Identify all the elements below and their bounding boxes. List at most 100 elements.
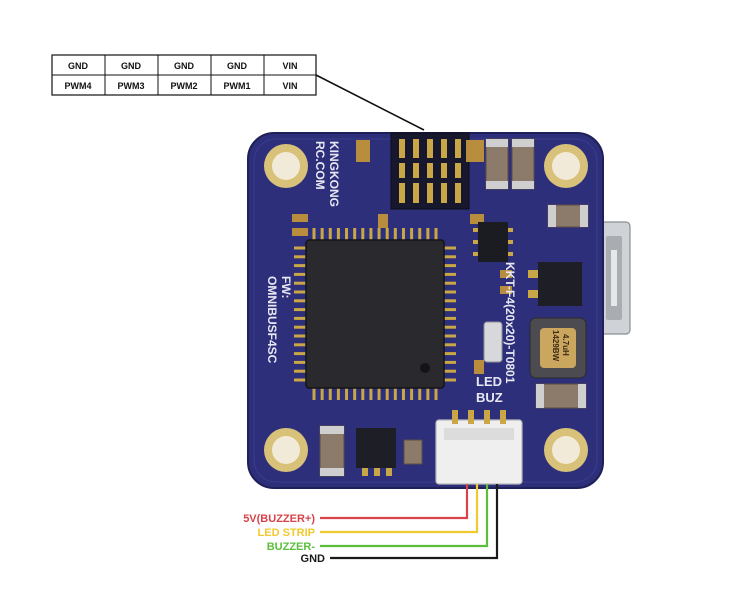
mcu-pin [294,255,306,259]
mounting-hole [264,144,308,188]
capacitor [511,138,535,190]
mcu-pin [444,369,456,373]
mcu-pin [294,334,306,338]
mcu-pin [336,228,340,240]
wire-led-strip [320,484,479,534]
mcu-pin [401,388,405,400]
pin-cell-r1-c3: PWM1 [224,81,251,91]
mcu-pin [294,325,306,329]
mosfet-ic [356,428,396,476]
mcu-pin [336,388,340,400]
mcu-pin [328,228,332,240]
mcu-pin [312,388,316,400]
wire-label-led-strip: LED STRIP [258,527,315,539]
mcu-pin [444,272,456,276]
pin-cell-r1-c2: PWM2 [171,81,198,91]
brand-text-line2: RC.COM [313,141,327,190]
mcu-pin [401,228,405,240]
mcu-chip [294,228,456,400]
mcu-pin [444,343,456,347]
mcu-pin [361,388,365,400]
mcu-pin [345,228,349,240]
mcu-pin [294,308,306,312]
inductor-text-line2: 1429BW [551,330,560,362]
mcu-pin [294,246,306,250]
mcu-pin [369,228,373,240]
inductor: 4.7uH 1429BW [529,317,587,379]
mcu-pin [312,228,316,240]
crystal [483,321,503,363]
mcu-pin [294,264,306,268]
mcu-pin [361,228,365,240]
mcu-pin [294,369,306,373]
mcu-pin [294,316,306,320]
wire-gnd [330,484,499,560]
mcu-pin [345,388,349,400]
mcu-pin [426,228,430,240]
small-ic [473,222,513,262]
wires [320,484,499,560]
mcu-pin [426,388,430,400]
mcu-pin [369,388,373,400]
mcu-pin [320,228,324,240]
mcu-pin [294,378,306,382]
mcu-pin [444,264,456,268]
pin-cell-r0-c1: GND [121,61,142,71]
mcu-pin [444,360,456,364]
jst-connector [435,410,523,485]
mcu-pin [294,343,306,347]
mcu-pin [418,388,422,400]
pad [466,140,484,162]
mcu-pin [444,352,456,356]
mcu-pin [320,388,324,400]
pin-table: GND GND GND GND VIN PWM4 PWM3 PWM2 PWM1 … [51,54,317,96]
mcu-pin [294,290,306,294]
smd-components [292,214,512,374]
regulator-ic [528,262,582,306]
mounting-hole [544,428,588,472]
fw-text-line1: FW: [279,276,293,298]
pin-cell-r0-c2: GND [174,61,195,71]
mcu-pin [353,388,357,400]
mcu-pin [444,325,456,329]
mcu-pin [393,388,397,400]
mcu-pin [434,388,438,400]
mcu-pin [444,378,456,382]
mcu-pin [294,352,306,356]
pin-header [390,132,470,210]
fw-text-line2: OMNIBUSF4SC [265,276,279,364]
mcu-pin [444,246,456,250]
capacitor [547,204,589,228]
wire-label-5v-buzzer: 5V(BUZZER+) [243,513,315,525]
wire-buzzer-minus [320,484,489,548]
mcu-pin [328,388,332,400]
flight-controller-board: KINGKONG RC.COM FW: OMNIBUSF4SC [247,132,604,489]
mcu-pin [444,308,456,312]
pin-cell-r0-c4: VIN [282,61,297,71]
brand-text-line1: KINGKONG [327,141,341,207]
mounting-hole [264,428,308,472]
inductor-text-line1: 4.7uH [561,334,570,356]
mcu-pin [444,281,456,285]
mcu-pin [393,228,397,240]
mcu-pin [294,272,306,276]
wire-label-gnd: GND [301,553,326,565]
mcu-pin [444,299,456,303]
capacitor [403,439,423,465]
mcu-pin [410,388,414,400]
pin-cell-r1-c0: PWM4 [65,81,92,91]
wire-5v-buzzer [320,484,469,520]
mcu-pin [353,228,357,240]
capacitor [535,383,587,409]
capacitor [319,425,345,477]
mcu-pin [385,228,389,240]
pin-leader-line [315,74,425,131]
pin-cell-r0-c0: GND [68,61,89,71]
wire-label-buzzer-minus: BUZZER- [267,541,316,553]
pin-cell-r1-c1: PWM3 [118,81,145,91]
pin-cell-r1-c4: VIN [282,81,297,91]
mcu-pin [294,281,306,285]
pin-cell-r0-c3: GND [227,61,248,71]
